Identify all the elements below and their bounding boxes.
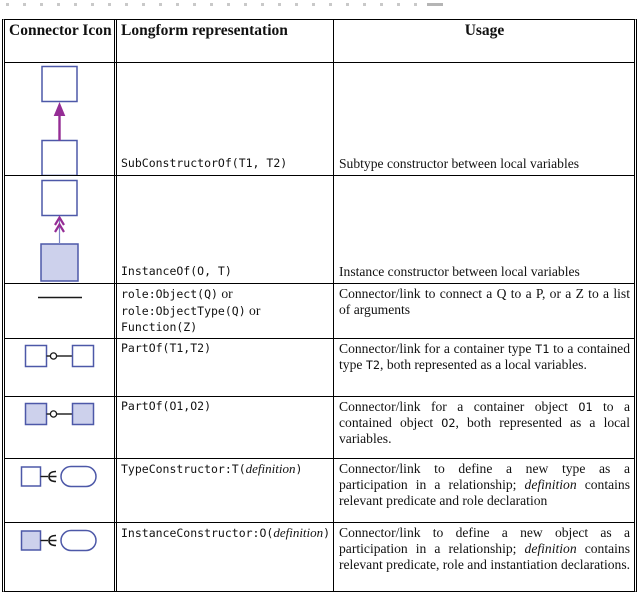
usage-text: Subtype constructor between local variab… (339, 155, 580, 171)
table-row-subconstructor: SubConstructorOf(T1, T2) Subtype constru… (5, 63, 634, 176)
longform-cell: InstanceOf(O, T) (117, 176, 334, 283)
instance-of-icon (39, 179, 79, 282)
longform-text: PartOf(T1,T2) (121, 341, 212, 355)
usage-cell: Connector/link to define a new type as a… (334, 459, 634, 522)
longform-cell: SubConstructorOf(T1, T2) (117, 63, 334, 175)
usage-text: Connector/link to define a new type as a… (339, 461, 631, 509)
usage-cell: Connector/link to define a new object as… (334, 523, 634, 591)
cropped-caption-text-end (427, 3, 443, 6)
longform-text: TypeConstructor:T(definition) (121, 461, 303, 476)
usage-text: Instance constructor between local varia… (339, 263, 580, 279)
longform-text: PartOf(O1,O2) (121, 399, 212, 413)
longform-text: InstanceOf(O, T) (121, 264, 232, 278)
usage-cell: Connector/link for a container type T1 t… (334, 339, 634, 396)
longform-cell: PartOf(O1,O2) (117, 397, 334, 458)
table-row-instanceof: InstanceOf(O, T) Instance constructor be… (5, 176, 634, 284)
type-constructor-icon (20, 465, 97, 488)
table-row-partof-object: PartOf(O1,O2) Connector/link for a conta… (5, 397, 634, 459)
connector-icon-cell (5, 284, 117, 338)
usage-text: Connector/link to define a new object as… (339, 525, 631, 573)
partof-type-icon (24, 344, 94, 368)
connector-icon-cell (5, 523, 117, 591)
usage-text: Connector/link to connect a Q to a P, or… (339, 286, 630, 318)
table-row-instance-constructor: InstanceConstructor:O(definition) Connec… (5, 523, 634, 591)
role-link-icon (37, 296, 82, 299)
longform-text: InstanceConstructor:O(definition) (121, 525, 331, 540)
table-header-row: Connector Icon Longform representation U… (5, 20, 634, 63)
instance-constructor-icon (20, 529, 97, 552)
usage-text: Connector/link for a container object O1… (339, 399, 630, 447)
usage-cell: Connector/link for a container object O1… (334, 397, 634, 458)
connector-icon-cell (5, 339, 117, 396)
header-usage: Usage (464, 22, 505, 39)
usage-cell: Instance constructor between local varia… (334, 176, 634, 283)
subconstructor-of-icon (40, 65, 78, 175)
longform-cell: InstanceConstructor:O(definition) (117, 523, 334, 591)
cropped-caption (2, 0, 640, 8)
connector-icon-cell (5, 176, 117, 283)
header-longform: Longform representation (117, 20, 334, 62)
longform-text: SubConstructorOf(T1, T2) (121, 156, 288, 170)
partof-object-icon (24, 402, 94, 426)
longform-cell: TypeConstructor:T(definition) (117, 459, 334, 522)
usage-cell: Subtype constructor between local variab… (334, 63, 634, 175)
usage-text: Connector/link for a container type T1 t… (339, 341, 630, 373)
usage-cell: Connector/link to connect a Q to a P, or… (334, 284, 634, 338)
cropped-caption-text (6, 3, 444, 6)
header-connector-icon: Connector Icon (5, 20, 117, 62)
connector-table: Connector Icon Longform representation U… (2, 19, 637, 592)
table-row-type-constructor: TypeConstructor:T(definition) Connector/… (5, 459, 634, 523)
table-row-partof-type: PartOf(T1,T2) Connector/link for a conta… (5, 339, 634, 397)
connector-icon-cell (5, 459, 117, 522)
connector-icon-cell (5, 63, 117, 175)
connector-icon-cell (5, 397, 117, 458)
longform-cell: PartOf(T1,T2) (117, 339, 334, 396)
